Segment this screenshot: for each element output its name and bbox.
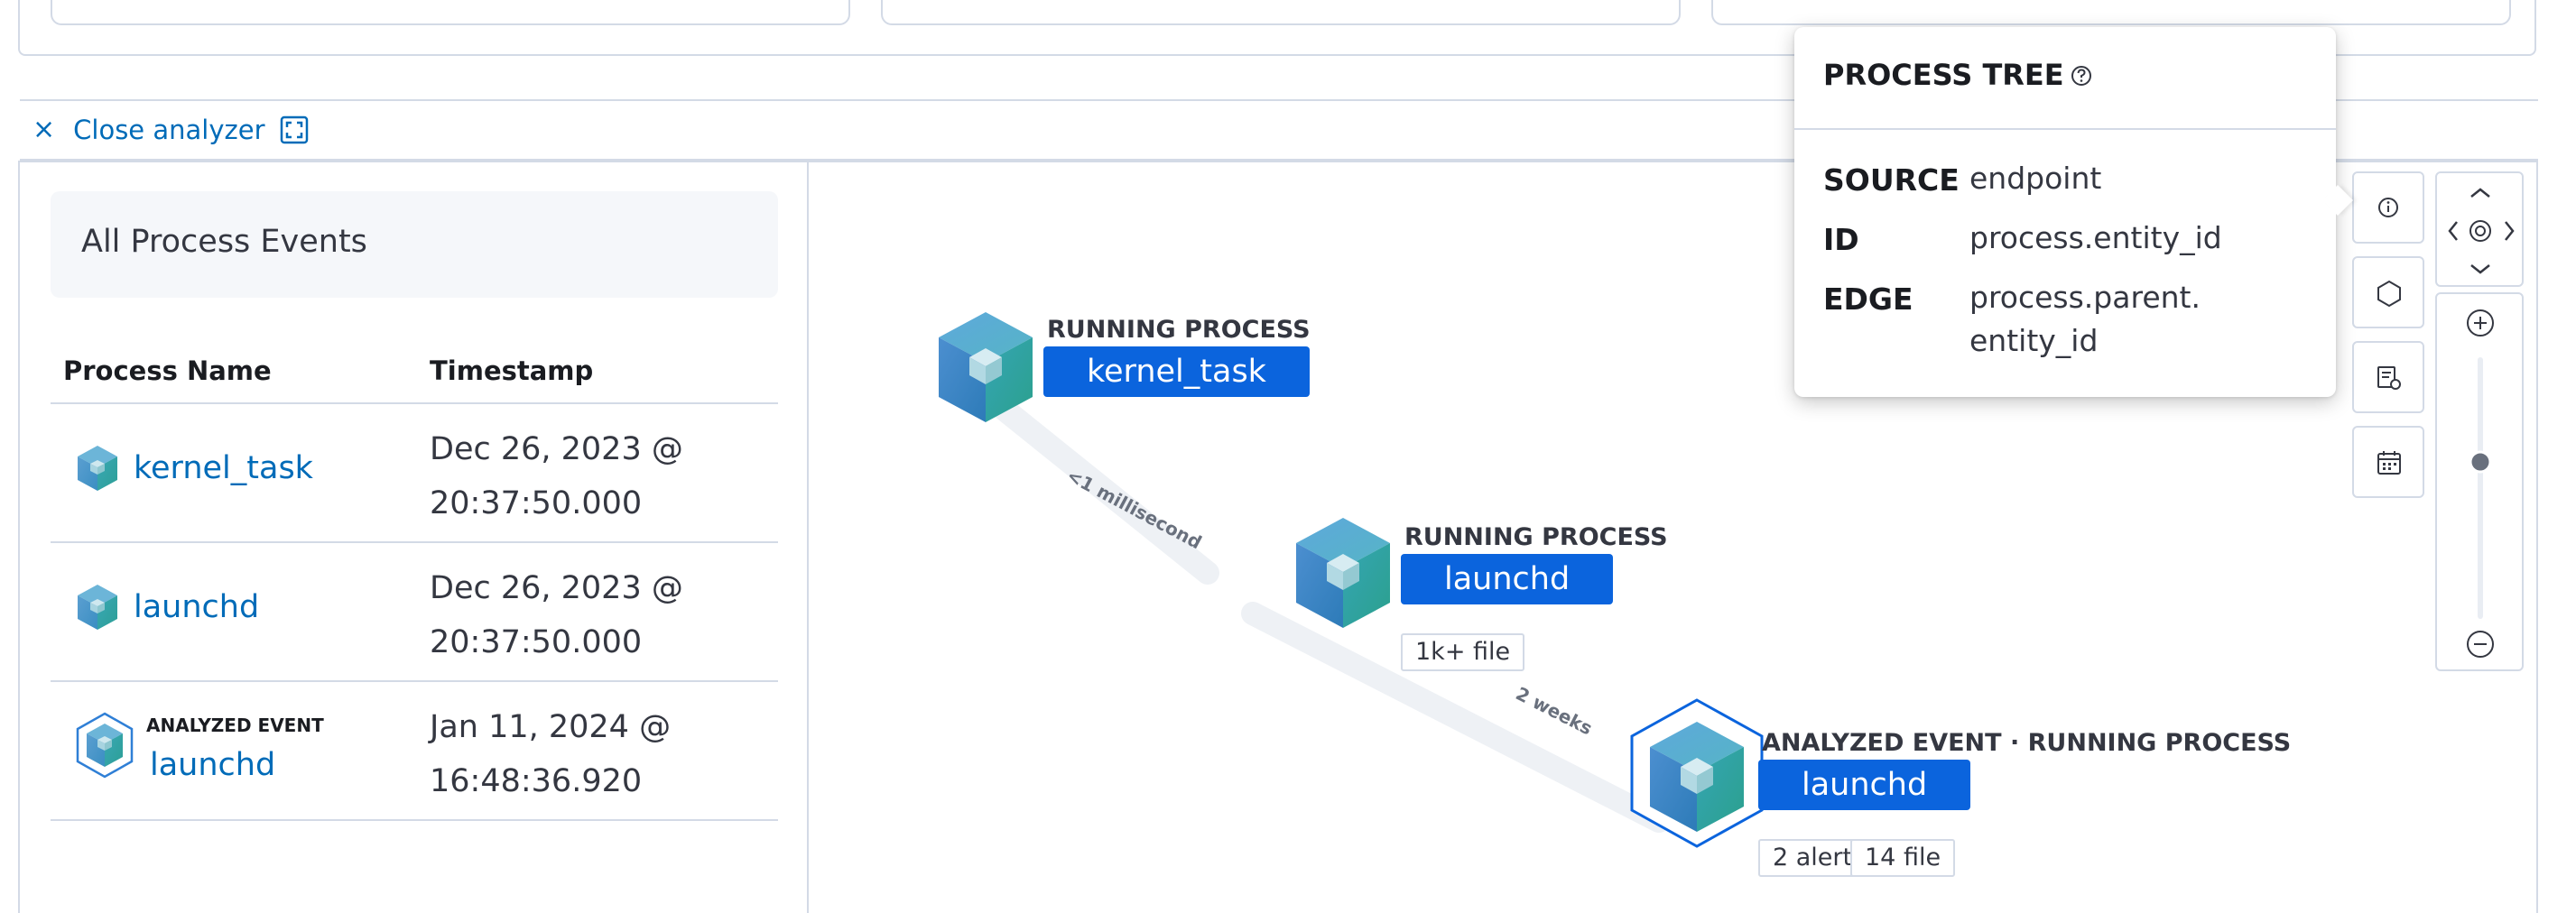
summary-card [881, 0, 1681, 25]
process-node-cube[interactable] [1296, 518, 1390, 628]
zoom-controls [2435, 292, 2524, 671]
close-analyzer-button[interactable]: × Close analyzer [32, 114, 265, 145]
table-row: launchd Dec 26, 2023 @ 20:37:50.000 [51, 543, 778, 682]
analyzed-event-badge: ANALYZED EVENT [146, 715, 324, 736]
zoom-out-icon[interactable] [2467, 631, 2494, 658]
panel-title-box: All Process Events [51, 191, 778, 298]
table-header: Process Name Timestamp [51, 341, 778, 404]
related-events-pill[interactable]: 1k+ file [1401, 633, 1525, 671]
column-header-process-name: Process Name [63, 355, 272, 386]
pan-controls [2435, 171, 2524, 287]
chevron-up-icon[interactable] [2470, 188, 2490, 198]
field-value-line: process.parent. [1969, 280, 2201, 315]
column-header-timestamp: Timestamp [430, 355, 594, 386]
hexagon-icon [2377, 280, 2401, 307]
settings-button[interactable] [2352, 341, 2424, 413]
timestamp-time: 20:37:50.000 [430, 624, 643, 660]
node-state-label: RUNNING PROCESS [1047, 316, 1311, 344]
process-name: launchd [150, 747, 276, 783]
analyzer-toolbar: × Close analyzer [20, 99, 2538, 161]
timestamp-date: Dec 26, 2023 @ [430, 431, 683, 467]
table-row: ANALYZED EVENT launchd Jan 11, 2024 @ 16… [51, 682, 778, 821]
summary-cards-container [18, 0, 2536, 56]
node-button-analyzed-launchd[interactable]: launchd [1758, 760, 1971, 810]
node-state-label: RUNNING PROCESS [1404, 523, 1668, 551]
date-range-button[interactable] [2352, 426, 2424, 498]
timestamp-time: 16:48:36.920 [430, 763, 643, 799]
process-link-kernel-task[interactable]: kernel_task [76, 444, 313, 493]
calendar-icon [2377, 451, 2401, 475]
field-value: endpoint [1969, 161, 2102, 196]
field-value-line: entity_id [1969, 323, 2099, 358]
running-process-icon [78, 446, 117, 491]
edge-line [988, 394, 1219, 585]
info-icon [2378, 198, 2398, 217]
field-key: ID [1823, 222, 1859, 257]
node-legend-button[interactable] [2352, 256, 2424, 328]
running-process-icon [78, 585, 117, 630]
timestamp: Dec 26, 2023 @ 20:37:50.000 [430, 561, 683, 669]
chevron-left-icon[interactable] [2448, 221, 2458, 241]
process-tree-graph[interactable]: <1 millisecond 2 weeks RUNNING PROCESS k… [811, 162, 2538, 913]
edge-line [1241, 602, 1671, 833]
field-value: process.parent. entity_id [1969, 276, 2201, 363]
field-value: process.entity_id [1969, 220, 2222, 255]
node-button-launchd[interactable]: launchd [1401, 554, 1614, 604]
analyzed-process-icon [76, 712, 134, 779]
analyzed-process-node-cube[interactable] [1630, 698, 1764, 848]
process-link-launchd[interactable]: launchd [76, 583, 259, 632]
process-node-cube[interactable] [939, 312, 1033, 422]
question-icon[interactable] [2070, 63, 2093, 87]
process-name: launchd [134, 589, 260, 625]
zoom-slider-handle[interactable] [2469, 450, 2492, 474]
chevron-right-icon[interactable] [2505, 221, 2515, 241]
process-name: kernel_task [134, 450, 313, 486]
timestamp-date: Jan 11, 2024 @ [430, 709, 672, 745]
zoom-slider-track[interactable] [2478, 357, 2483, 619]
summary-card [1711, 0, 2511, 25]
popover-title: PROCESS TREE [1823, 58, 2093, 92]
info-button[interactable] [2352, 171, 2424, 244]
center-target-icon[interactable] [2469, 220, 2491, 242]
chevron-down-icon[interactable] [2470, 264, 2490, 274]
popover-title-text: PROCESS TREE [1823, 58, 2064, 92]
settings-list-icon [2377, 366, 2401, 390]
panel-title: All Process Events [81, 224, 367, 260]
close-icon: × [32, 114, 56, 145]
graph-edges [939, 312, 1764, 848]
table-row: kernel_task Dec 26, 2023 @ 20:37:50.000 [51, 404, 778, 543]
popover-divider [1794, 128, 2336, 130]
analyzer-main: All Process Events Process Name Timestam… [18, 161, 2538, 913]
process-events-table: Process Name Timestamp [51, 341, 778, 821]
timestamp: Jan 11, 2024 @ 16:48:36.920 [430, 700, 671, 808]
process-events-panel: All Process Events Process Name Timestam… [20, 162, 809, 913]
field-key: SOURCE [1823, 162, 1960, 198]
close-analyzer-label: Close analyzer [73, 114, 265, 145]
zoom-in-icon[interactable] [2467, 309, 2494, 337]
timestamp-time: 20:37:50.000 [430, 485, 643, 521]
timestamp-date: Dec 26, 2023 @ [430, 570, 683, 606]
node-state-label: ANALYZED EVENT · RUNNING PROCESS [1762, 729, 2292, 757]
node-button-kernel-task[interactable]: kernel_task [1043, 346, 1310, 397]
timestamp: Dec 26, 2023 @ 20:37:50.000 [430, 422, 683, 530]
related-events-pill[interactable]: 14 file [1850, 839, 1956, 877]
summary-card [51, 0, 850, 25]
fullscreen-icon[interactable] [280, 115, 309, 144]
process-tree-popover: PROCESS TREE SOURCE endpoint ID process.… [1794, 27, 2336, 397]
field-key: EDGE [1823, 281, 1913, 317]
